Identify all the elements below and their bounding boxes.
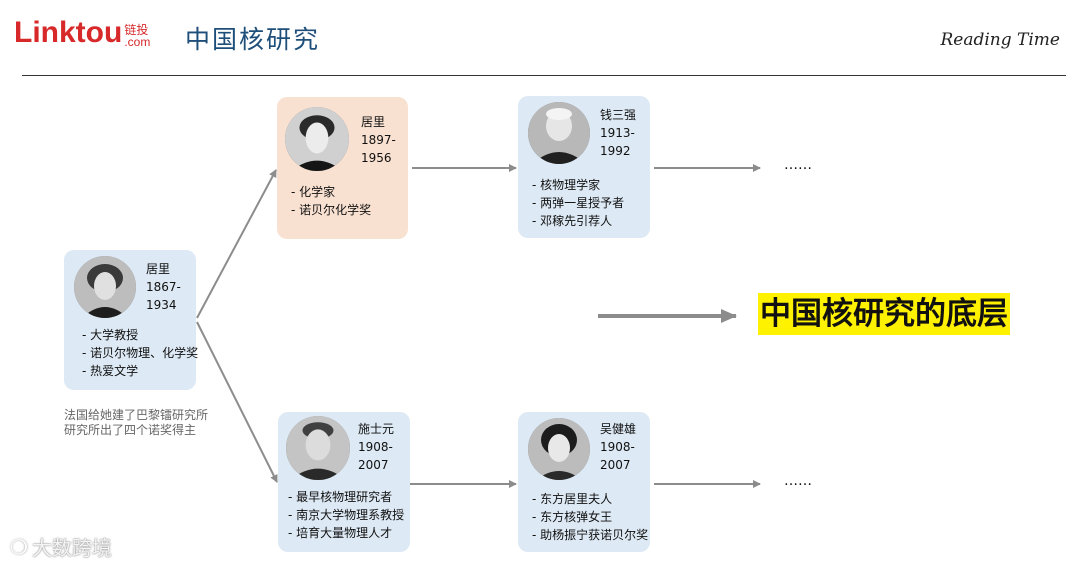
bullet-item: - 最早核物理研究者 <box>288 490 393 504</box>
logo-side-text: 链投 .com <box>124 24 150 48</box>
reading-time-label: Reading Time <box>940 30 1060 50</box>
bullet-item: - 两弹一星授予者 <box>532 196 625 210</box>
bullet-item: - 诺贝尔物理、化学奖 <box>82 346 199 360</box>
person-portrait-icon <box>74 256 136 318</box>
logo-domain: .com <box>124 35 151 49</box>
curie-note: 法国给她建了巴黎镭研究所 研究所出了四个诺奖得主 <box>64 408 208 438</box>
portrait-irene-curie <box>285 107 349 171</box>
continuation-ellipsis-top: …… <box>784 157 812 173</box>
header-divider <box>22 75 1066 76</box>
person-years-end: 2007 <box>358 458 389 472</box>
card-bullets: - 东方居里夫人 - 东方核弹女王 - 助杨振宁获诺贝尔奖 <box>532 490 648 544</box>
bullet-item: - 助杨振宁获诺贝尔奖 <box>532 528 649 542</box>
bullet-item: - 东方居里夫人 <box>532 492 613 506</box>
person-years-start: 1867- <box>146 280 181 294</box>
card-info: 居里 1897- 1956 <box>361 113 396 167</box>
card-bullets: - 最早核物理研究者 - 南京大学物理系教授 - 培育大量物理人才 <box>288 488 404 542</box>
watermark-text: 大数跨境 <box>31 536 112 560</box>
bullet-item: - 热爱文学 <box>82 364 139 378</box>
person-portrait-icon <box>286 416 350 480</box>
bullet-item: - 诺贝尔化学奖 <box>291 203 372 217</box>
watermark: ❍ 大数跨境 <box>10 532 112 561</box>
continuation-ellipsis-bottom: …… <box>784 473 812 489</box>
conclusion-highlight: 中国核研究的底层 <box>758 293 1010 335</box>
person-portrait-icon <box>285 107 349 171</box>
person-name: 吴健雄 <box>600 422 637 436</box>
portrait-marie-curie <box>74 256 136 318</box>
person-name: 施士元 <box>358 422 395 436</box>
card-bullets: - 化学家 - 诺贝尔化学奖 <box>291 183 371 219</box>
arrow-curie-to-shi <box>196 321 278 483</box>
card-irene-curie: 居里 1897- 1956 - 化学家 - 诺贝尔化学奖 <box>277 97 408 239</box>
person-years-end: 2007 <box>600 458 631 472</box>
portrait-wu-jianxiong <box>528 418 590 480</box>
card-qian-sanqiang: 钱三强 1913- 1992 - 核物理学家 - 两弹一星授予者 - 邓稼先引荐… <box>518 96 650 238</box>
bullet-item: - 化学家 <box>291 185 336 199</box>
page-title: 中国核研究 <box>185 25 321 54</box>
person-name: 钱三强 <box>600 108 637 122</box>
person-years-end: 1992 <box>600 144 631 158</box>
person-name: 居里 <box>146 262 171 276</box>
card-info: 施士元 1908- 2007 <box>358 420 394 474</box>
person-years-end: 1956 <box>361 151 392 165</box>
bullet-item: - 培育大量物理人才 <box>288 526 393 540</box>
person-years-end: 1934 <box>146 298 177 312</box>
portrait-shi-shiyuan <box>286 416 350 480</box>
person-years-start: 1913- <box>600 126 635 140</box>
watermark-logo-icon: ❍ <box>10 534 28 559</box>
person-name: 居里 <box>361 115 386 129</box>
card-info: 居里 1867- 1934 <box>146 260 181 314</box>
person-years-start: 1908- <box>600 440 635 454</box>
note-line: 法国给她建了巴黎镭研究所 <box>64 408 209 422</box>
linktou-logo: Linktou 链投 .com <box>14 16 150 49</box>
bullet-item: - 南京大学物理系教授 <box>288 508 405 522</box>
person-years-start: 1908- <box>358 440 393 454</box>
person-portrait-icon <box>528 418 590 480</box>
card-wu-jianxiong: 吴健雄 1908- 2007 - 东方居里夫人 - 东方核弹女王 - 助杨振宁获… <box>518 412 650 552</box>
bullet-item: - 核物理学家 <box>532 178 601 192</box>
card-shi-shiyuan: 施士元 1908- 2007 - 最早核物理研究者 - 南京大学物理系教授 - … <box>278 412 410 552</box>
card-info: 吴健雄 1908- 2007 <box>600 420 636 474</box>
card-bullets: - 核物理学家 - 两弹一星授予者 - 邓稼先引荐人 <box>532 176 624 230</box>
bullet-item: - 东方核弹女王 <box>532 510 613 524</box>
logo-wordmark: Linktou <box>14 16 123 49</box>
bullet-item: - 邓稼先引荐人 <box>532 214 613 228</box>
note-line: 研究所出了四个诺奖得主 <box>64 423 197 437</box>
logo-chinese: 链投 <box>124 23 149 37</box>
person-years-start: 1897- <box>361 133 396 147</box>
arrow-curie-to-irene <box>196 169 277 319</box>
person-portrait-icon <box>528 102 590 164</box>
card-bullets: - 大学教授 - 诺贝尔物理、化学奖 - 热爱文学 <box>82 326 198 380</box>
card-info: 钱三强 1913- 1992 <box>600 106 636 160</box>
card-marie-curie: 居里 1867- 1934 - 大学教授 - 诺贝尔物理、化学奖 - 热爱文学 <box>64 250 198 390</box>
portrait-qian-sanqiang <box>528 102 590 164</box>
bullet-item: - 大学教授 <box>82 328 139 342</box>
